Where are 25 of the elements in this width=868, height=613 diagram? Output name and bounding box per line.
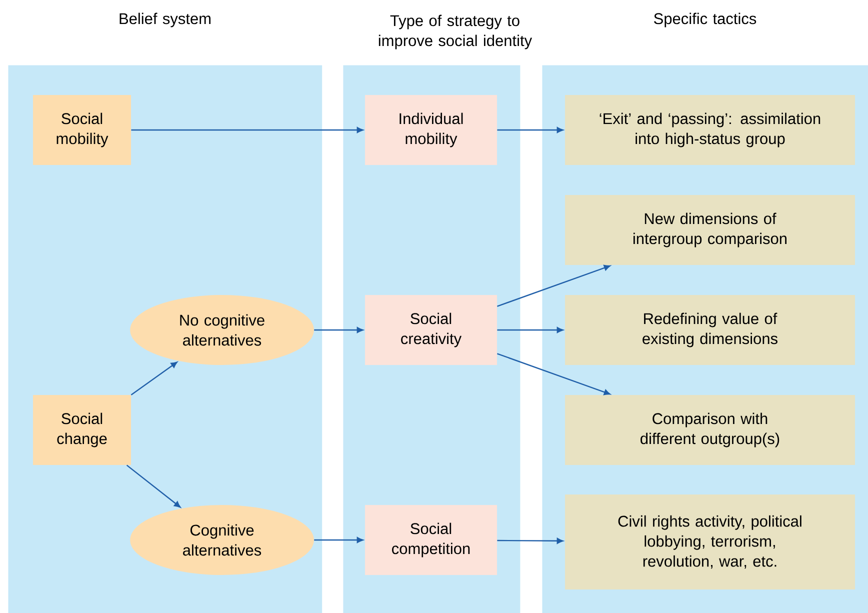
column-heading: Belief system <box>120 12 210 28</box>
column-heading: Type of strategy to improve social identity <box>378 14 532 50</box>
arrow <box>497 538 564 544</box>
arrow <box>131 127 364 133</box>
arrow <box>130 362 178 396</box>
ellipse-node: Cognitive alternatives <box>130 505 314 575</box>
text-box: New dimensions of intergroup comparison <box>565 195 855 265</box>
text-box: Social mobility <box>33 95 131 165</box>
text-box: Civil rights activity, political lobbying, terrorism, revolution, war, etc. <box>565 494 855 590</box>
text-box: Social competition <box>365 505 497 575</box>
text-box: Individual mobility <box>365 95 497 165</box>
text-box: Social creativity <box>365 295 497 365</box>
arrow <box>497 264 610 307</box>
arrow <box>314 537 364 543</box>
text-box: Comparison with different outgroup(s) <box>565 395 855 465</box>
arrow <box>497 127 564 133</box>
ellipse-node: No cognitive alternatives <box>130 295 314 365</box>
text-box: ‘Exit’ and ‘passing’: assimilation into high-status group <box>565 95 855 165</box>
column-heading: Specific tactics <box>654 12 756 28</box>
arrow <box>126 464 181 508</box>
text-box: Redefining value of existing dimensions <box>565 295 855 365</box>
arrow <box>314 327 364 333</box>
text-box: Social change <box>33 395 131 465</box>
arrow <box>497 327 564 333</box>
arrow <box>497 353 610 396</box>
